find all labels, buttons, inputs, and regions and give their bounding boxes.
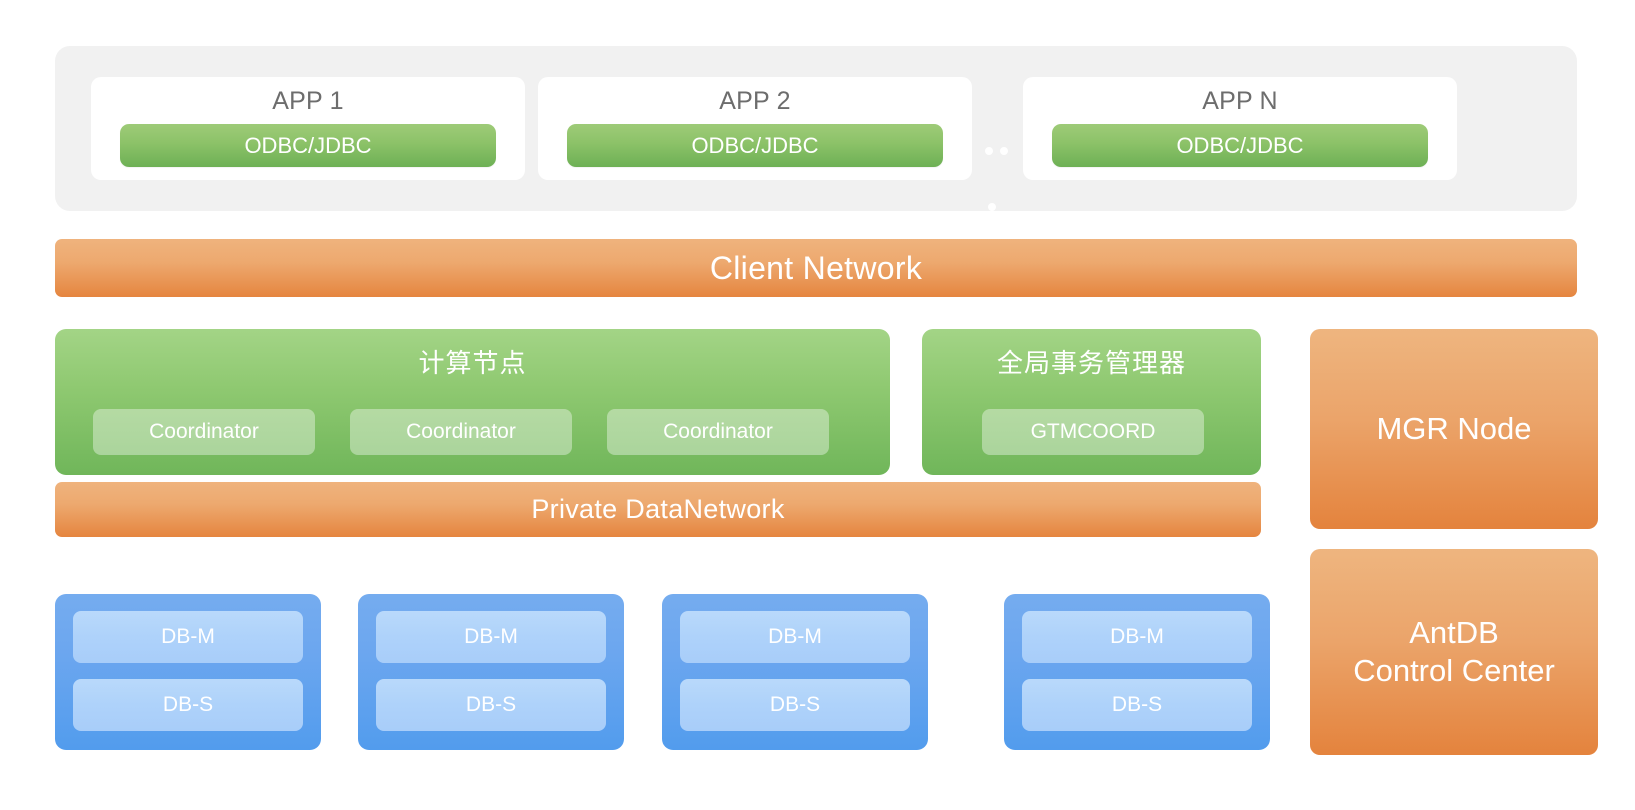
db-slave-node[interactable]: DB-S [376,679,606,731]
mgr-node-card[interactable]: MGR Node [1310,329,1598,529]
application-band: APP 1 ODBC/JDBC APP 2 ODBC/JDBC APP N OD… [55,46,1577,211]
db-slave-node[interactable]: DB-S [1022,679,1252,731]
coordinator-node-3[interactable]: Coordinator [607,409,829,455]
db-group-3: DB-M DB-S [662,594,928,750]
mgr-node-label: MGR Node [1376,411,1532,447]
ellipsis-dot-icon [985,147,993,155]
db-master-node[interactable]: DB-M [680,611,910,663]
db-master-node[interactable]: DB-M [1022,611,1252,663]
antdb-control-center-line2: Control Center [1353,653,1555,688]
antdb-control-center-label: AntDB Control Center [1353,614,1555,690]
gtmcoord-node[interactable]: GTMCOORD [982,409,1204,455]
odbc-jdbc-connector-n[interactable]: ODBC/JDBC [1052,124,1428,167]
antdb-control-center-card[interactable]: AntDB Control Center [1310,549,1598,755]
ellipsis-dot-icon [1000,147,1008,155]
odbc-jdbc-connector-1[interactable]: ODBC/JDBC [120,124,496,167]
client-network-bar: Client Network [55,239,1577,297]
coordinator-node-2[interactable]: Coordinator [350,409,572,455]
db-slave-node[interactable]: DB-S [680,679,910,731]
antdb-control-center-line1: AntDB [1409,615,1499,651]
odbc-jdbc-connector-2[interactable]: ODBC/JDBC [567,124,943,167]
db-group-1: DB-M DB-S [55,594,321,750]
app-title: APP 1 [272,87,344,115]
db-master-node[interactable]: DB-M [73,611,303,663]
app-title: APP 2 [719,87,791,115]
gtm-title: 全局事务管理器 [996,348,1186,378]
app-title: APP N [1202,87,1278,115]
db-group-4: DB-M DB-S [1004,594,1270,750]
global-transaction-manager-panel: 全局事务管理器 GTMCOORD [922,329,1261,475]
ellipsis-dot-icon [988,203,996,211]
private-datanetwork-bar: Private DataNetwork [55,482,1261,537]
coordinator-node-1[interactable]: Coordinator [93,409,315,455]
db-slave-node[interactable]: DB-S [73,679,303,731]
db-master-node[interactable]: DB-M [376,611,606,663]
app-card-2[interactable]: APP 2 ODBC/JDBC [538,77,972,180]
db-group-2: DB-M DB-S [358,594,624,750]
app-card-1[interactable]: APP 1 ODBC/JDBC [91,77,525,180]
app-card-n[interactable]: APP N ODBC/JDBC [1023,77,1457,180]
compute-node-title: 计算节点 [418,348,527,378]
compute-node-panel: 计算节点 Coordinator Coordinator Coordinator [55,329,890,475]
